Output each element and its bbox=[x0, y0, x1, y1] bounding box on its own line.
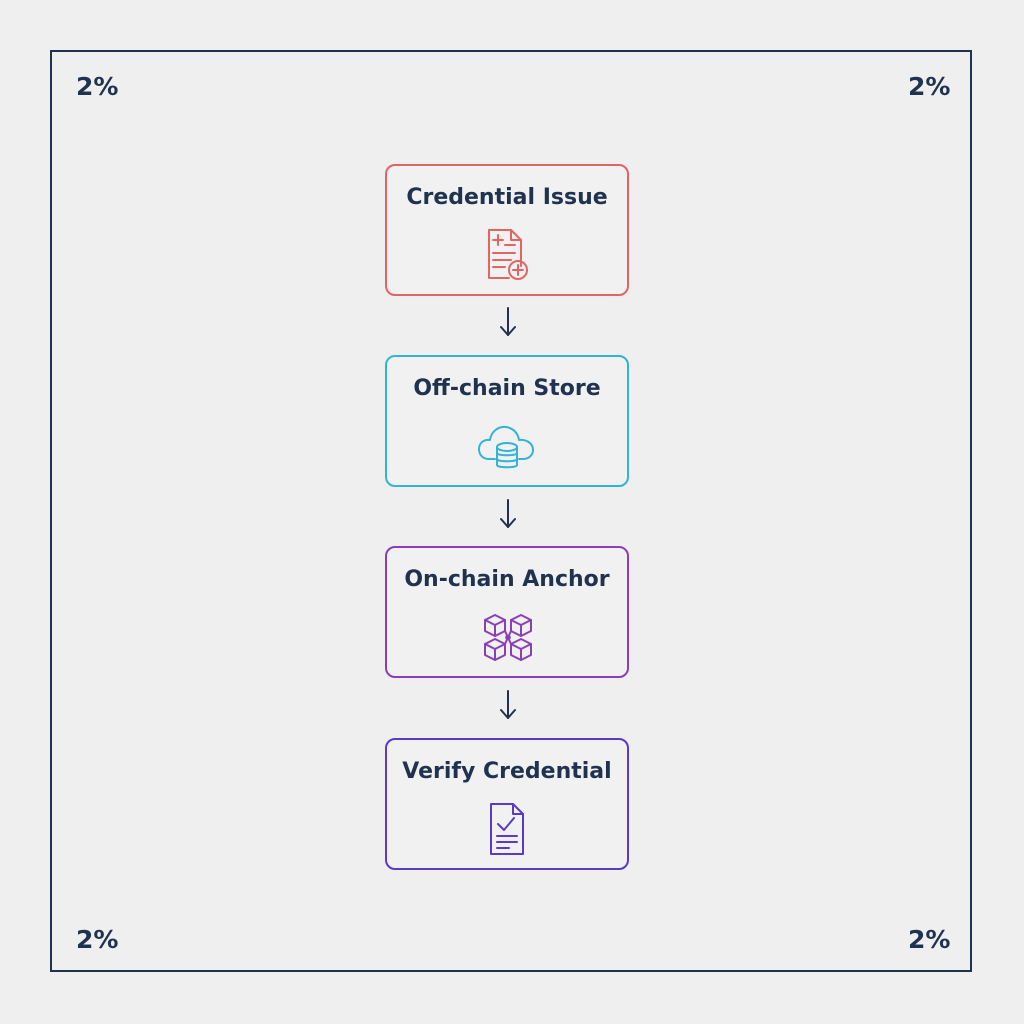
step-label: Verify Credential bbox=[402, 759, 612, 784]
step-label: On-chain Anchor bbox=[404, 567, 610, 592]
corner-label-bottom-left: 2% bbox=[76, 925, 119, 954]
step-label: Credential Issue bbox=[406, 185, 608, 210]
step-label: Off-chain Store bbox=[413, 376, 601, 401]
diagram-frame bbox=[50, 50, 972, 972]
flow-arrow-down bbox=[496, 305, 520, 339]
step-off-chain-store: Off-chain Store bbox=[385, 355, 629, 487]
flow-arrow-down bbox=[496, 688, 520, 722]
flow-arrow-down bbox=[496, 497, 520, 531]
cloud-database-icon bbox=[475, 413, 539, 477]
document-add-icon bbox=[475, 222, 539, 286]
step-verify-credential: Verify Credential bbox=[385, 738, 629, 870]
step-on-chain-anchor: On-chain Anchor bbox=[385, 546, 629, 678]
corner-label-top-right: 2% bbox=[908, 72, 951, 101]
document-check-icon bbox=[475, 796, 539, 860]
step-credential-issue: Credential Issue bbox=[385, 164, 629, 296]
corner-label-bottom-right: 2% bbox=[908, 925, 951, 954]
blockchain-cubes-icon bbox=[475, 604, 539, 668]
corner-label-top-left: 2% bbox=[76, 72, 119, 101]
